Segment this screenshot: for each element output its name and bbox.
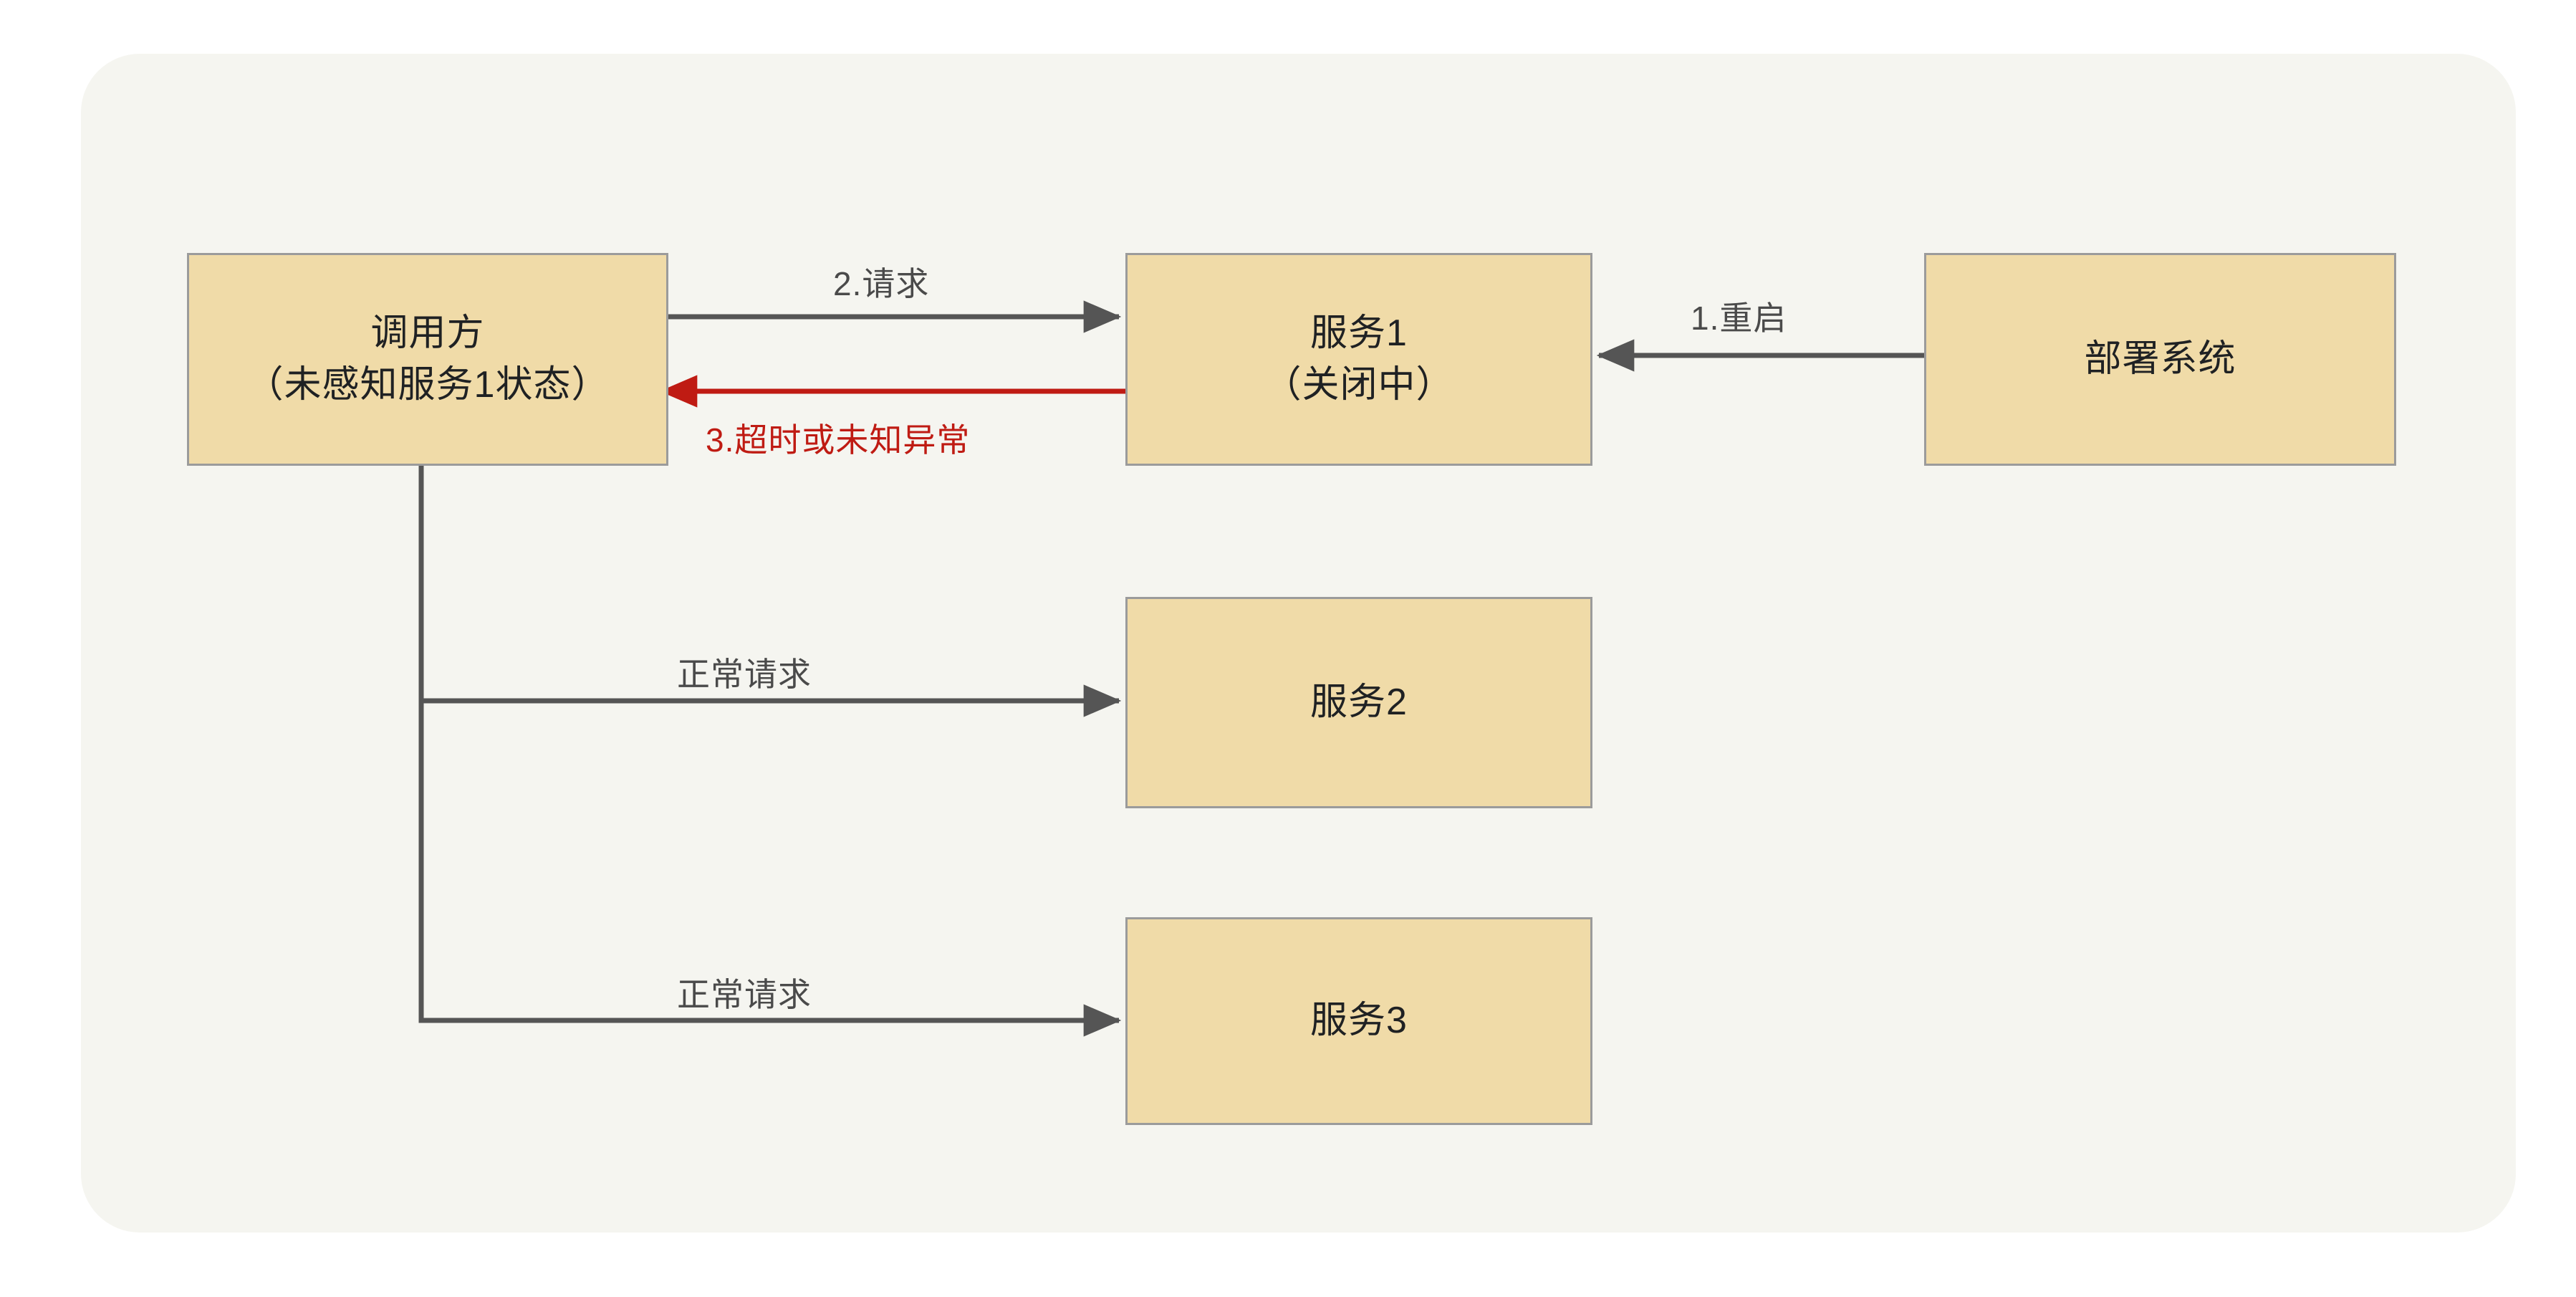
- edge-label-normal-service3: 正常请求: [677, 976, 812, 1013]
- node-deploy-system[interactable]: 部署系统: [1924, 253, 2396, 466]
- node-service2[interactable]: 服务2: [1125, 597, 1592, 808]
- node-service1-title: 服务1: [1310, 312, 1408, 354]
- node-service1-subtitle: （关闭中）: [1264, 363, 1454, 406]
- edge-label-request: 2.请求: [833, 265, 930, 302]
- node-service2-title: 服务2: [1310, 681, 1408, 723]
- node-deploy-system-title: 部署系统: [2084, 338, 2236, 380]
- node-caller-title: 调用方: [370, 312, 485, 354]
- node-service3-title: 服务3: [1310, 1000, 1408, 1042]
- node-caller-subtitle: （未感知服务1状态）: [246, 363, 610, 406]
- node-caller[interactable]: 调用方 （未感知服务1状态）: [187, 253, 668, 466]
- node-service3[interactable]: 服务3: [1125, 917, 1592, 1125]
- edge-label-normal-service2: 正常请求: [677, 656, 812, 693]
- node-service1[interactable]: 服务1 （关闭中）: [1125, 253, 1592, 466]
- edge-label-timeout: 3.超时或未知异常: [706, 421, 971, 459]
- edge-label-restart: 1.重启: [1691, 300, 1787, 337]
